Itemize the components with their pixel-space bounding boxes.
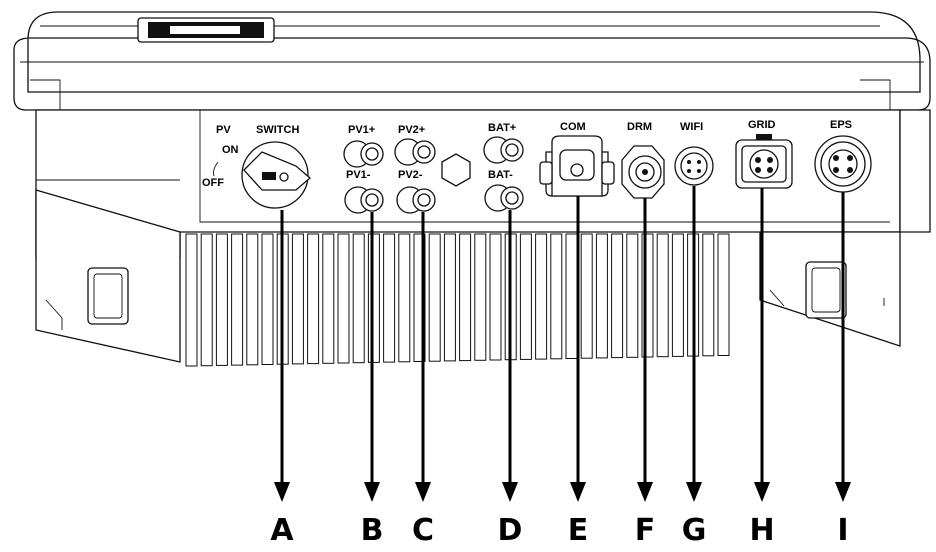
heatsink-fin: [215, 233, 228, 366]
inverter-body: [35, 109, 931, 363]
callout-arrows: [274, 186, 851, 502]
heatsink-fin: [474, 233, 487, 361]
heatsink-fin: [656, 233, 669, 358]
heatsink-fin: [641, 233, 654, 358]
callout-arrow-head: [415, 482, 431, 502]
callout-letter-g: G: [682, 513, 707, 547]
grid-port: [735, 134, 793, 189]
heatsink-fin: [413, 233, 426, 362]
pv2-minus-connector: [396, 186, 436, 214]
callout-letters: A B C D E F G H I: [270, 513, 848, 548]
heatsink-fin: [428, 233, 441, 362]
callout-letter-c: C: [412, 513, 434, 547]
heatsink-fin: [611, 233, 624, 359]
grid-label: GRID: [748, 119, 776, 131]
pv2-minus-label: PV2-: [398, 169, 423, 181]
callout-arrow-head: [686, 482, 702, 502]
heatsink-fin: [398, 233, 411, 363]
heatsink-fin: [459, 233, 472, 362]
heatsink-fin: [246, 233, 259, 366]
callout-arrow-head: [754, 482, 770, 502]
pv-label: PV: [216, 124, 231, 136]
heatsink-fin: [717, 233, 730, 356]
pv2-plus-label: PV2+: [398, 124, 425, 136]
callout-letter-f: F: [635, 513, 656, 547]
heatsink-fin: [595, 233, 608, 359]
off-label: OFF: [202, 177, 224, 189]
callout-arrow-head: [364, 482, 380, 502]
callout-letter-e: E: [568, 513, 589, 547]
pv1-minus-connector: [344, 186, 384, 214]
heatsink-fin: [322, 233, 335, 364]
wifi-label: WIFI: [680, 121, 703, 133]
heatsink-fin: [702, 233, 715, 357]
on-off-arc: [213, 161, 219, 177]
heatsink-fin: [337, 233, 350, 364]
heatsink-fin: [367, 233, 380, 363]
callout-letter-i: I: [837, 513, 848, 547]
callout-arrow-head: [570, 482, 586, 502]
callout-arrow-head: [274, 482, 290, 502]
bat-plus-label: BAT+: [488, 122, 516, 134]
drm-port: [621, 145, 665, 199]
callout-letter-a: A: [270, 513, 294, 547]
heatsink-fin: [550, 233, 563, 360]
pv1-minus-label: PV1-: [346, 169, 371, 181]
heatsink-fin: [307, 233, 320, 365]
heatsink-fin: [535, 233, 548, 360]
eps-label: EPS: [830, 119, 852, 131]
heatsink-fin: [626, 233, 639, 358]
heatsink-fin: [565, 233, 578, 359]
heatsink-fin: [231, 233, 244, 366]
drm-label: DRM: [627, 121, 652, 133]
heatsink-fin: [185, 233, 198, 367]
heatsink-fin: [489, 233, 502, 361]
heatsink-fin: [671, 233, 684, 357]
callout-arrow-head: [502, 482, 518, 502]
bat-minus-connector: [484, 184, 524, 212]
callout-arrow-head: [637, 482, 653, 502]
bat-minus-label: BAT-: [488, 169, 513, 181]
panel-labels: PV SWITCH ON OFF PV1+ PV1- PV2+ PV2- BAT…: [202, 119, 852, 189]
pv1-plus-label: PV1+: [348, 124, 375, 136]
bat-plus-connector: [483, 136, 524, 164]
inverter-lid: [13, 11, 931, 111]
heatsink-fin: [291, 233, 304, 365]
switch-label: SWITCH: [256, 124, 299, 136]
eps-port: [814, 135, 872, 193]
pv-dust-plug: [441, 153, 471, 187]
heatsink-fin: [519, 233, 532, 360]
com-port: [539, 135, 615, 197]
callout-letter-d: D: [498, 513, 523, 547]
heatsink-fin: [580, 233, 593, 359]
pv2-plus-connector: [394, 138, 436, 166]
heatsink-fin: [261, 233, 274, 365]
heatsink-fin: [443, 233, 456, 362]
callout-letter-b: B: [361, 513, 384, 547]
com-label: COM: [560, 121, 586, 133]
heatsink-fin: [383, 233, 396, 363]
wifi-port: [674, 146, 714, 186]
on-label: ON: [222, 144, 239, 156]
callout-arrow-head: [835, 482, 851, 502]
pv-switch: [241, 141, 311, 209]
pv1-plus-connector: [343, 140, 384, 168]
heatsink-fin: [200, 233, 213, 367]
heatsink-fins: [185, 233, 730, 367]
callout-letter-h: H: [749, 513, 774, 547]
heatsink-fin: [352, 233, 365, 364]
